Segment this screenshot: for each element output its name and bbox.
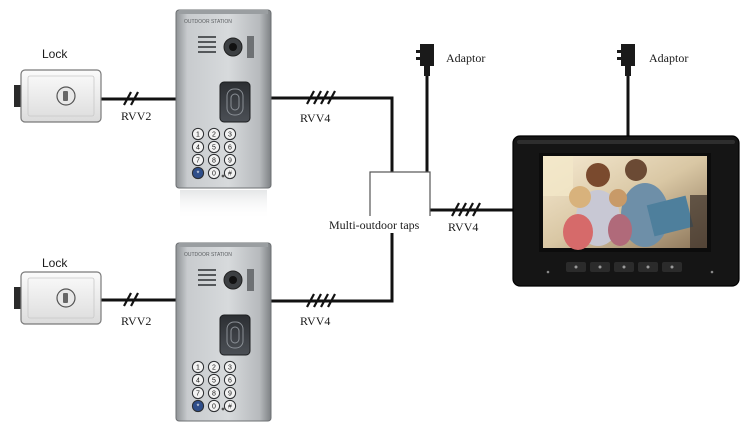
keypad-key-label: 6 [228, 378, 232, 385]
fingerprint-reader-icon [219, 81, 251, 123]
keypad-key-label: 1 [196, 365, 200, 372]
cable-ticks-rvv2-top [123, 91, 139, 106]
keypad-key[interactable] [207, 386, 221, 400]
label-rvv4-top: RVV4 [300, 111, 330, 125]
lock-bottom [14, 271, 102, 325]
ir-strip [247, 36, 254, 58]
label-adaptor-left: Adaptor [446, 51, 485, 65]
outdoor-panel-top: OUTDOOR STATION 1 2 3 4 5 6 7 8 9 * 0 # [175, 9, 272, 189]
panel-brand-text: OUTDOOR STATION [184, 252, 232, 258]
panel-reflection [180, 190, 267, 220]
multi-outdoor-taps-box: Multi-outdoor taps [326, 171, 432, 233]
taps-label-bg [326, 216, 432, 233]
keypad-key[interactable] [207, 153, 221, 167]
keypad-key[interactable] [191, 399, 205, 413]
keypad-key-label: 2 [212, 132, 216, 139]
keypad-key[interactable] [207, 360, 221, 374]
keypad-key-label: 9 [228, 391, 232, 398]
keypad-key[interactable] [207, 399, 221, 413]
label-adaptor-right: Adaptor [649, 51, 688, 65]
keypad-key[interactable] [207, 373, 221, 387]
keypad-key[interactable] [191, 140, 205, 154]
keypad-key-label: # [228, 171, 232, 178]
keypad-key-label: 0 [212, 171, 216, 178]
keypad-key[interactable] [223, 127, 237, 141]
keypad-key[interactable] [191, 127, 205, 141]
cable-ticks-rvv4-monitor [451, 202, 481, 217]
keypad-key[interactable] [223, 166, 237, 180]
keypad-key-label: 3 [228, 365, 232, 372]
cable-ticks-rvv2-bottom [123, 292, 139, 307]
adaptor-plug-icon [621, 44, 635, 66]
keypad-key[interactable] [191, 153, 205, 167]
wire-panel-top-taps [270, 96, 394, 172]
monitor-buttons [546, 262, 714, 274]
adaptor-plug-icon [420, 44, 434, 66]
adaptor-left [416, 44, 434, 76]
label-rvv2-top: RVV2 [121, 109, 151, 123]
keypad-key-label: 2 [212, 365, 216, 372]
lock-latch [14, 85, 22, 107]
taps-label: Multi-outdoor taps [329, 218, 420, 232]
screen-family-photo [543, 156, 707, 250]
ir-strip [247, 269, 254, 291]
panel-brand-text: OUTDOOR STATION [184, 19, 232, 25]
fingerprint-reader-icon [219, 314, 251, 356]
keypad-key[interactable] [207, 127, 221, 141]
keypad-key-label: 4 [196, 378, 200, 385]
cable-ticks-rvv4-bottom [306, 293, 336, 308]
keypad-key-label: 7 [196, 391, 200, 398]
keypad-key[interactable] [207, 140, 221, 154]
keypad: 1 2 3 4 5 6 7 8 9 * 0 # [191, 360, 237, 413]
keypad-key-label: 1 [196, 132, 200, 139]
keypad-key[interactable] [191, 166, 205, 180]
label-lock-top: Lock [42, 47, 68, 61]
keypad-key-label: 8 [212, 158, 216, 165]
keypad-key-label: 0 [212, 404, 216, 411]
lock-top [14, 69, 102, 123]
keypad-key[interactable] [191, 386, 205, 400]
keypad-key[interactable] [191, 360, 205, 374]
outdoor-panel-bottom: OUTDOOR STATION 1 2 3 4 5 6 7 8 9 * 0 # [175, 242, 272, 422]
keypad-key[interactable] [223, 140, 237, 154]
keypad-key[interactable] [223, 360, 237, 374]
keypad-key-label: # [228, 404, 232, 411]
keypad: 1 2 3 4 5 6 7 8 9 * 0 # [191, 127, 237, 180]
keypad-key-label: 9 [228, 158, 232, 165]
keypad-key-label: 5 [212, 145, 216, 152]
keypad-key-label: 4 [196, 145, 200, 152]
label-rvv2-bottom: RVV2 [121, 314, 151, 328]
keypad-key[interactable] [223, 386, 237, 400]
cable-ticks-rvv4-top [306, 90, 336, 105]
lock-latch [14, 287, 22, 309]
keypad-key[interactable] [223, 153, 237, 167]
wire-panel-bottom-taps [270, 228, 394, 303]
keypad-key-label: 5 [212, 378, 216, 385]
keypad-key-label: * [197, 404, 200, 411]
keypad-key-label: 7 [196, 158, 200, 165]
keypad-key[interactable] [207, 166, 221, 180]
keypad-key-label: * [197, 171, 200, 178]
indoor-monitor [512, 135, 740, 287]
keypad-key-label: 6 [228, 145, 232, 152]
keypad-key-label: 3 [228, 132, 232, 139]
keypad-key[interactable] [191, 373, 205, 387]
label-lock-bottom: Lock [42, 256, 68, 270]
label-rvv4-monitor: RVV4 [448, 220, 478, 234]
keypad-key[interactable] [223, 399, 237, 413]
speaker-grille [198, 36, 216, 53]
keypad-key[interactable] [223, 373, 237, 387]
speaker-grille [198, 269, 216, 286]
label-rvv4-bottom: RVV4 [300, 314, 330, 328]
adaptor-right [617, 44, 635, 76]
keypad-key-label: 8 [212, 391, 216, 398]
